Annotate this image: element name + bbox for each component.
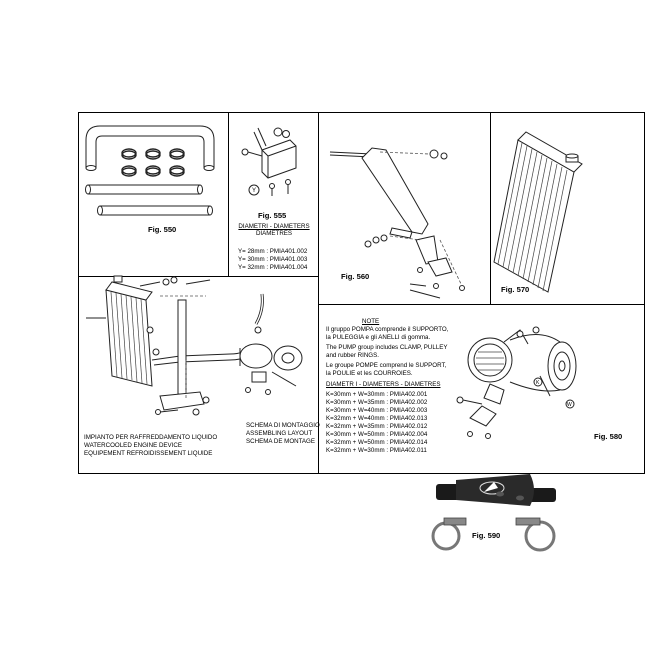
note-row-3: K=30mm + W=40mm : PMIA402.003 — [326, 407, 428, 414]
letter-w: W — [567, 402, 572, 408]
impianto-line-2: WATERCOOLED ENGINE DEVICE — [84, 442, 182, 449]
letter-k: K — [536, 380, 540, 386]
schema-line-1: SCHEMA DI MONTAGGIO — [246, 422, 320, 429]
note-en-2: and rubber RINGS. — [326, 352, 379, 359]
radiator-fins — [497, 142, 568, 292]
note-row-6: K=30mm + W=50mm : PMIA402.004 — [326, 431, 428, 438]
note-row-1: K=30mm + W=30mm : PMIA402.001 — [326, 391, 428, 398]
note-row-2: K=30mm + W=35mm : PMIA402.002 — [326, 399, 428, 406]
note-title: NOTE — [362, 318, 380, 325]
schema-line-3: SCHEMA DE MONTAGE — [246, 438, 315, 445]
impianto-line-3: EQUIPEMENT REFROIDISSEMENT LIQUIDE — [84, 450, 213, 457]
clamp-left — [431, 521, 461, 551]
note-table-heading: DIAMETR I - DIAMETERS - DIAMETRES — [326, 381, 441, 388]
fig580-label: Fig. 580 — [594, 432, 623, 441]
note-fr-1: Le groupe POMPE comprend le SUPPORT, — [326, 362, 447, 369]
fig555-row-3: Y= 32mm : PMIA401.004 — [238, 264, 308, 271]
clamp-right — [524, 520, 556, 552]
impianto-line-1: IMPIANTO PER RAFFREDDAMENTO LIQUIDO — [84, 434, 218, 441]
fig590-label: Fig. 590 — [472, 531, 501, 540]
fig555-heading-1: DIAMETRI - DIAMETERS — [238, 223, 310, 230]
fig550-label: Fig. 550 — [148, 225, 177, 234]
letter-y: Y — [252, 188, 256, 194]
note-it-2: la PULEGGIA e gli ANELLI di gomma. — [326, 334, 431, 341]
note-en-1: The PUMP group includes CLAMP, PULLEY — [326, 344, 448, 351]
hose-clamps — [121, 148, 185, 177]
fig555-label: Fig. 555 — [258, 211, 287, 220]
inline-filter — [436, 474, 556, 506]
note-row-5: K=32mm + W=35mm : PMIA402.012 — [326, 423, 428, 430]
fig570-label: Fig. 570 — [501, 285, 530, 294]
note-it-1: Il gruppo POMPA comprende il SUPPORTO, — [326, 326, 449, 333]
note-fr-2: la POULIE et les COURROIES. — [326, 370, 413, 377]
clamp-right-screw — [515, 517, 541, 526]
note-row-7: K=32mm + W=50mm : PMIA402.014 — [326, 439, 428, 446]
clamp-left-screw — [443, 517, 467, 526]
note-row-8: K=32mm + W=30mm : PMIA402.011 — [326, 447, 427, 454]
note-row-4: K=32mm + W=40mm : PMIA402.013 — [326, 415, 428, 422]
fig560-label: Fig. 560 — [341, 272, 370, 281]
fig555-row-1: Y= 28mm : PMIA401.002 — [238, 248, 308, 255]
fig555-row-2: Y= 30mm : PMIA401.003 — [238, 256, 308, 263]
fig555-heading-2: DIAMETRES — [255, 230, 293, 237]
schema-line-2: ASSEMBLING LAYOUT — [246, 430, 313, 437]
